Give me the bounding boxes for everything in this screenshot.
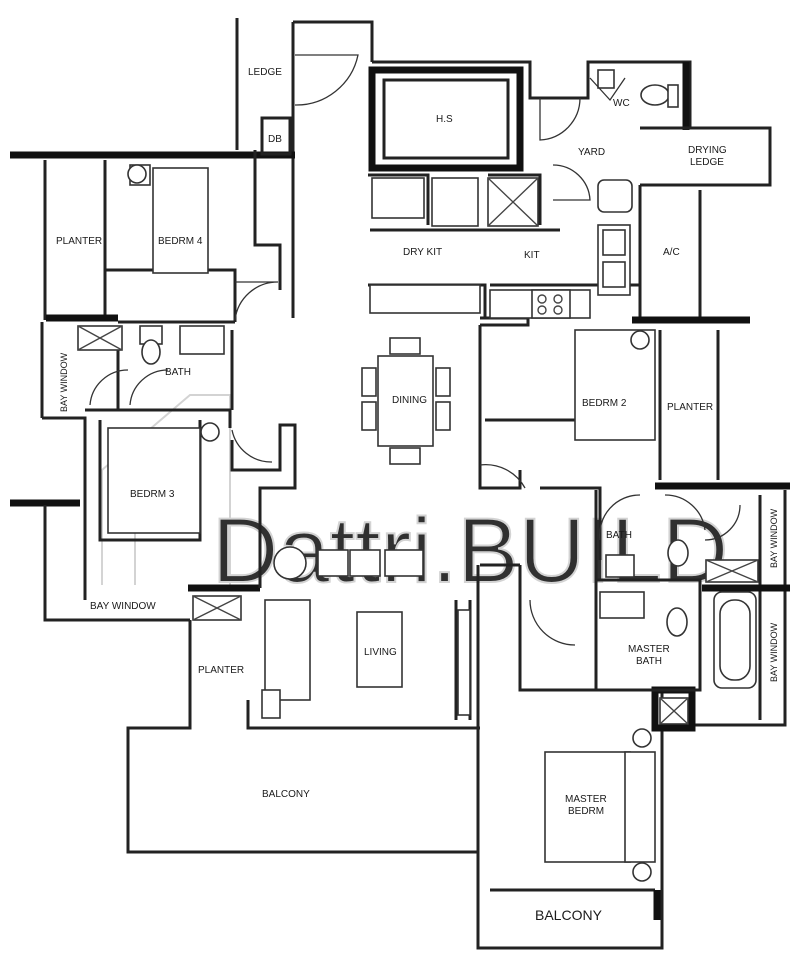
label-bay-window-right-top: BAY WINDOW (769, 508, 779, 568)
label-db: DB (268, 134, 282, 145)
household-shelter (368, 66, 524, 172)
label-master-bath-line1: MASTER (628, 644, 670, 655)
doors (89, 54, 741, 646)
label-balcony-right: BALCONY (535, 907, 603, 923)
label-bay-window-left: BAY WINDOW (59, 352, 69, 412)
label-balcony-left: BALCONY (262, 789, 310, 800)
label-drying-ledge-line2: LEDGE (690, 157, 724, 168)
label-planter-left: PLANTER (56, 236, 102, 247)
label-master-bath: MASTER BATH (628, 644, 672, 667)
label-master-bedrm-line1: MASTER (565, 794, 607, 805)
label-master-bedrm: MASTER BEDRM (565, 794, 609, 817)
label-bedrm4: BEDRM 4 (158, 236, 203, 247)
label-bay-window-right-bottom: BAY WINDOW (769, 622, 779, 682)
label-drying-ledge-line1: DRYING (688, 145, 727, 156)
fixtures (77, 69, 759, 882)
label-living: LIVING (364, 647, 397, 658)
label-bath-right: BATH (606, 530, 632, 541)
label-dining: DINING (392, 395, 427, 406)
label-ledge: LEDGE (248, 67, 282, 78)
label-dry-kit: DRY KIT (403, 247, 442, 258)
label-drying-ledge: DRYING LEDGE (688, 145, 730, 168)
label-bedrm3: BEDRM 3 (130, 489, 175, 500)
label-kit: KIT (524, 250, 540, 261)
label-planter-bottom: PLANTER (198, 665, 244, 676)
label-bay-window-bottom: BAY WINDOW (90, 601, 156, 612)
label-bath-left: BATH (165, 367, 191, 378)
room-labels: LEDGE DB H.S WC YARD DRYING LEDGE PLANTE… (56, 67, 779, 923)
label-master-bath-line2: BATH (636, 656, 662, 667)
label-ac: A/C (663, 247, 680, 258)
label-yard: YARD (578, 147, 605, 158)
label-bedrm2: BEDRM 2 (582, 398, 627, 409)
label-master-bedrm-line2: BEDRM (568, 806, 604, 817)
label-hs: H.S (436, 114, 453, 125)
label-planter-right: PLANTER (667, 402, 713, 413)
label-wc: WC (613, 98, 630, 109)
exterior-walls (10, 18, 790, 950)
